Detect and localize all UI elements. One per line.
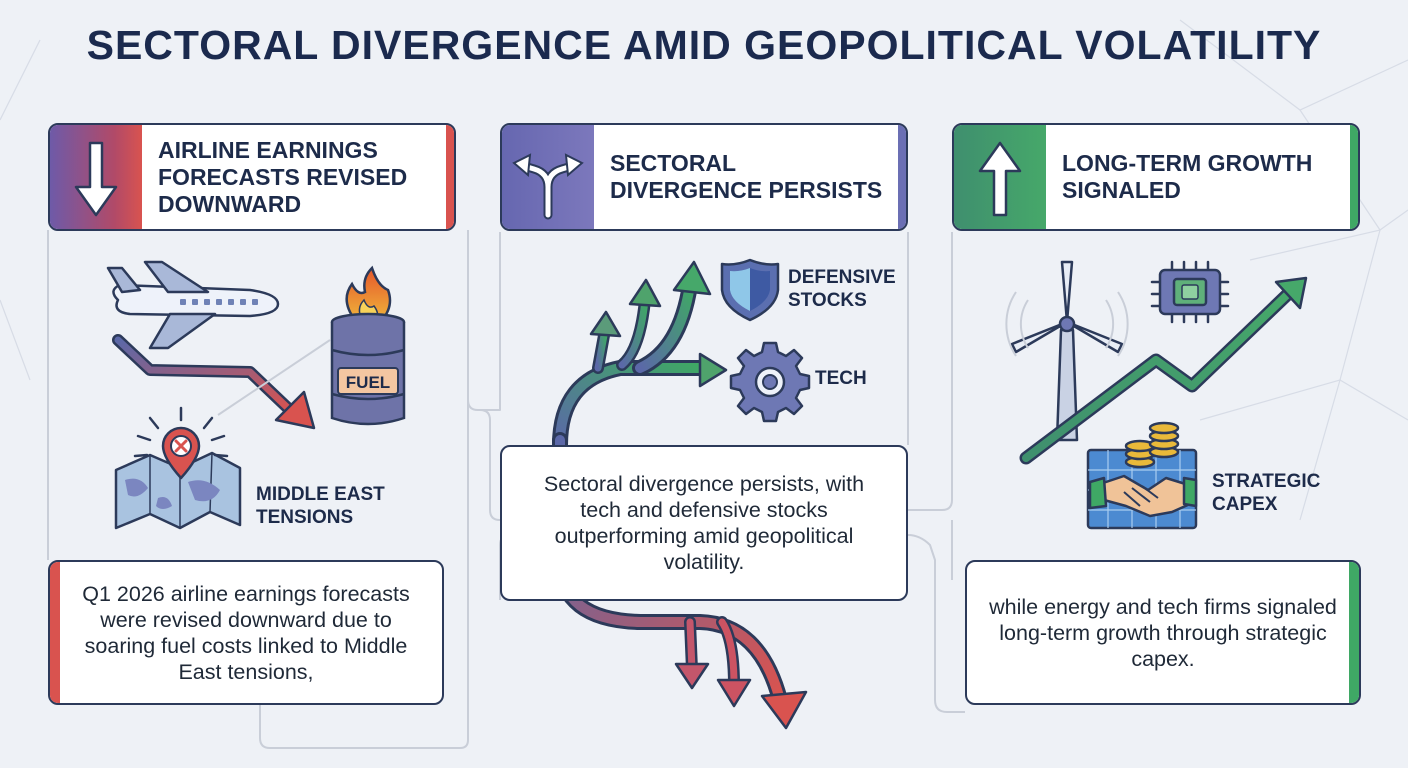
- up-arrowheads: [589, 260, 728, 388]
- defensive-stocks-label: DEFENSIVE STOCKS: [788, 267, 896, 311]
- wind-turbine-icon: [1005, 260, 1129, 442]
- left-header-panel: AIRLINE EARNINGS FORECASTS REVISED DOWNW…: [48, 123, 456, 231]
- right-header-endbar: [1350, 125, 1358, 229]
- right-card-accent: [1349, 562, 1359, 703]
- left-text-card: Q1 2026 airline earnings forecasts were …: [48, 560, 444, 705]
- shield-icon: [720, 258, 780, 322]
- left-card-accent: [50, 562, 60, 703]
- middle-card-text: Sectoral divergence persists, with tech …: [543, 472, 865, 574]
- strategic-capex-label: STRATEGIC CAPEX: [1212, 471, 1321, 515]
- branching-arrows: [552, 277, 708, 453]
- left-header-title: AIRLINE EARNINGS FORECASTS REVISED DOWNW…: [158, 136, 408, 217]
- microchip-icon: [1150, 260, 1230, 324]
- map-pin-x-icon: [114, 406, 242, 530]
- tech-label: TECH: [815, 368, 867, 389]
- airplane-icon: [106, 260, 280, 350]
- middle-header-panel: SECTORAL DIVERGENCE PERSISTS: [500, 123, 908, 231]
- downtrend-arrow: [112, 334, 316, 430]
- middle-east-tensions-label: MIDDLE EAST TENSIONS: [256, 484, 385, 528]
- gear-icon: [729, 341, 811, 423]
- left-header-band: [50, 125, 142, 229]
- middle-header-endbar: [898, 125, 906, 229]
- right-card-text: while energy and tech firms signaled lon…: [989, 594, 1337, 671]
- arrow-down-icon: [74, 141, 118, 217]
- page-title: SECTORAL DIVERGENCE AMID GEOPOLITICAL VO…: [86, 22, 1322, 68]
- fuel-barrel-icon: [330, 265, 406, 426]
- right-header-panel: LONG-TERM GROWTH SIGNALED: [952, 123, 1360, 231]
- middle-header-title: SECTORAL DIVERGENCE PERSISTS: [610, 150, 883, 203]
- left-header-endbar: [446, 125, 454, 229]
- right-header-band: [954, 125, 1046, 229]
- arrow-up-icon: [978, 141, 1022, 217]
- middle-header-band: [502, 125, 594, 229]
- growth-arrowhead: [1274, 276, 1308, 310]
- right-text-card: while energy and tech firms signaled lon…: [965, 560, 1361, 705]
- fuel-label: FUEL: [346, 373, 390, 392]
- growth-line: [1019, 285, 1297, 465]
- handshake-coins-icon: [1086, 421, 1198, 530]
- down-arrowheads: [674, 662, 808, 730]
- split-arrow-icon: [512, 153, 584, 220]
- middle-text-card: Sectoral divergence persists, with tech …: [500, 445, 908, 601]
- right-header-title: LONG-TERM GROWTH SIGNALED: [1062, 150, 1313, 203]
- left-card-text: Q1 2026 airline earnings forecasts were …: [82, 581, 410, 684]
